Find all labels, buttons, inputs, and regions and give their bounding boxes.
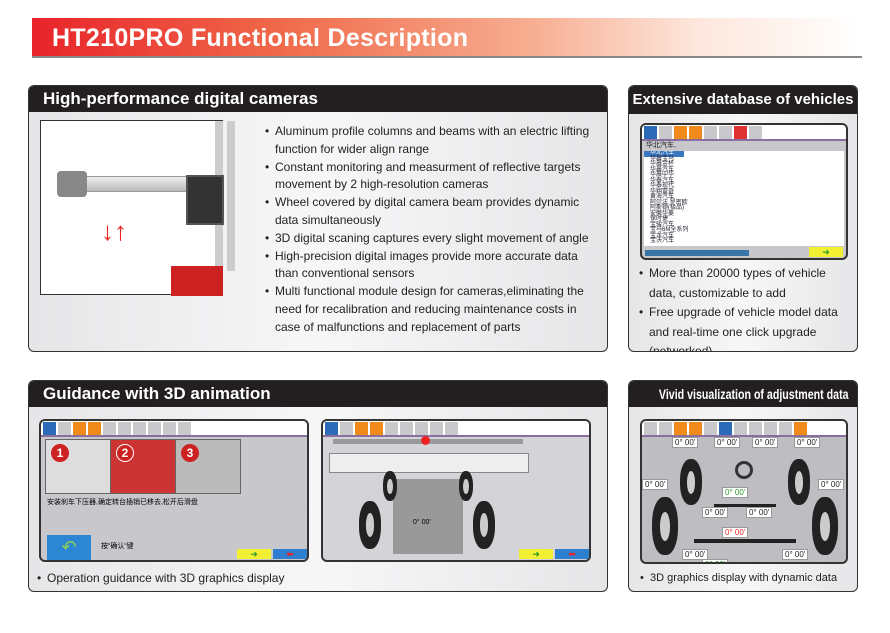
guidance-caption: Operation guidance with 3D graphics disp… bbox=[37, 570, 284, 588]
bullet: High-precision digital images provide mo… bbox=[265, 248, 600, 284]
alignment-screen: 0° 00'0° 00'0° 00'0° 00'0° 00'0° 00'0° 0… bbox=[640, 419, 848, 564]
back-button[interactable]: ↶ bbox=[47, 535, 91, 560]
toolbar bbox=[642, 421, 846, 437]
bullet: Constant monitoring and measurment of re… bbox=[265, 159, 600, 195]
animation-screen: 0° 00' ➜ ⬅ bbox=[321, 419, 591, 562]
caption: Operation guidance with 3D graphics disp… bbox=[37, 570, 284, 588]
angle-reading: 0° 00' bbox=[702, 559, 729, 562]
vehicle-list-item[interactable]: 保时捷 bbox=[650, 216, 669, 222]
bullet: More than 20000 types of vehicle data, c… bbox=[639, 264, 854, 303]
next-button[interactable]: ➜ bbox=[237, 549, 271, 559]
vehicle-database-screen: 华北汽车, 华北汽车华晨宝马华晨金杯华晨汽车华晨中华华泰汽车华泰现代华翔富奇黄海… bbox=[640, 123, 848, 260]
guidance-screen: 1 2 3 安装刹车下压器,确定转台插销已移去,松开后滑盘 ↶ 按“确认“键 ➜… bbox=[39, 419, 309, 562]
angle-reading: 0° 00' bbox=[714, 437, 741, 448]
vehicle-list-item[interactable]: 华晨宝马 bbox=[650, 155, 675, 162]
step-badge: 2 bbox=[116, 444, 134, 462]
database-heading: Extensive database of vehicles bbox=[629, 86, 857, 114]
vehicle-list-item[interactable]: 华泰现代 bbox=[650, 183, 675, 189]
step-badge: 1 bbox=[51, 444, 69, 462]
title-banner: HT210PRO Functional Description bbox=[32, 18, 862, 58]
cameras-panel: High-performance digital cameras ↓↑ Alum… bbox=[28, 85, 608, 352]
visual-caption: 3D graphics display with dynamic data bbox=[640, 570, 837, 588]
vehicle-list-item[interactable]: 华晨金杯 bbox=[650, 161, 675, 167]
angle-reading: 0° 00' bbox=[794, 437, 821, 448]
lift-arrows-icon: ↓↑ bbox=[101, 216, 127, 246]
bullet: Aluminum profile columns and beams with … bbox=[265, 123, 600, 159]
bullet: Wheel covered by digital camera beam pro… bbox=[265, 194, 600, 230]
vehicle-list-item[interactable]: 华晨中华 bbox=[650, 172, 675, 178]
angle-reading: 0° 00' bbox=[722, 487, 749, 498]
database-bullets: More than 20000 types of vehicle data, c… bbox=[639, 264, 854, 351]
angle-reading: 0° 00' bbox=[702, 507, 729, 518]
angle-reading: 0° 00' bbox=[746, 507, 773, 518]
next-button[interactable]: ➜ bbox=[809, 247, 843, 257]
step-2-image: 2 bbox=[110, 440, 175, 493]
steering-wheel-icon bbox=[735, 461, 753, 479]
page-title: HT210PRO Functional Description bbox=[52, 24, 469, 52]
bullet: 3D digital scaning captures every slight… bbox=[265, 230, 600, 248]
guidance-heading: Guidance with 3D animation bbox=[29, 381, 607, 407]
camera-image: ↓↑ bbox=[40, 120, 235, 296]
vehicle-list-item[interactable]: 华北汽车 bbox=[644, 151, 684, 157]
cameras-bullets: Aluminum profile columns and beams with … bbox=[265, 123, 600, 337]
vehicle-list-item[interactable]: 华晨汽车 bbox=[650, 166, 675, 173]
step-1-image: 1 bbox=[46, 440, 110, 493]
step-3-image: 3 bbox=[175, 440, 240, 493]
cameras-heading: High-performance digital cameras bbox=[29, 86, 607, 112]
angle-reading: 0° 00' bbox=[722, 527, 749, 538]
visual-heading: Vivid visualization of adjustment data bbox=[658, 386, 849, 402]
instruction-text: 安装刹车下压器,确定转台插销已移去,松开后滑盘 bbox=[47, 499, 198, 506]
angle-reading: 0° 00' bbox=[642, 479, 669, 490]
database-panel: Extensive database of vehicles 华北汽车, 华北汽… bbox=[628, 85, 858, 352]
vehicle-list-item[interactable]: 华泰汽车 bbox=[650, 177, 675, 184]
vehicle-list-item[interactable]: 阿斯顿(极品) bbox=[650, 205, 684, 211]
angle-reading: 0° 00' bbox=[782, 549, 809, 560]
angle-reading: 0° 00' bbox=[752, 437, 779, 448]
next-button[interactable]: ➜ bbox=[519, 549, 553, 559]
angle-readout: 0° 00' bbox=[413, 519, 431, 526]
progress-bar bbox=[645, 250, 749, 256]
vehicle-list-item[interactable]: 宝骏汽车 bbox=[650, 221, 675, 228]
vehicle-list-item[interactable]: 阿尔法.罗密欧 bbox=[650, 199, 688, 206]
vehicle-list-item[interactable]: 宝马6M全系列 bbox=[650, 227, 689, 233]
vehicle-list-item[interactable]: 宝沃汽车 bbox=[650, 238, 675, 244]
angle-reading: 0° 00' bbox=[818, 479, 845, 490]
toolbar bbox=[41, 421, 307, 437]
vehicle-list-item[interactable]: 华翔富奇 bbox=[650, 188, 675, 195]
prev-button[interactable]: ⬅ bbox=[273, 549, 307, 559]
toolbar bbox=[323, 421, 589, 437]
vehicle-list[interactable]: 华北汽车华晨宝马华晨金杯华晨汽车华晨中华华泰汽车华泰现代华翔富奇黄海汽车阿尔法.… bbox=[644, 151, 844, 246]
bullet: Multi functional module design for camer… bbox=[265, 283, 600, 336]
list-header: 华北汽车, bbox=[646, 142, 676, 149]
caption: 3D graphics display with dynamic data bbox=[640, 570, 837, 588]
vehicle-list-item[interactable]: 黄海汽车 bbox=[650, 194, 675, 200]
prev-button[interactable]: ⬅ bbox=[555, 549, 589, 559]
step-badge: 3 bbox=[181, 444, 199, 462]
confirm-text: 按“确认“键 bbox=[101, 543, 134, 550]
angle-reading: 0° 00' bbox=[682, 549, 709, 560]
vehicle-list-item[interactable]: 安徽华菱 bbox=[650, 210, 675, 217]
bullet: Free upgrade of vehicle model data and r… bbox=[639, 303, 854, 351]
vehicle-list-item[interactable]: 宝龙汽车 bbox=[650, 232, 675, 239]
guidance-panel: Guidance with 3D animation 1 2 3 安装刹车下压器… bbox=[28, 380, 608, 592]
toolbar bbox=[642, 125, 846, 141]
visual-panel: Vivid visualization of adjustment data 0… bbox=[628, 380, 858, 592]
angle-reading: 0° 00' bbox=[672, 437, 699, 448]
